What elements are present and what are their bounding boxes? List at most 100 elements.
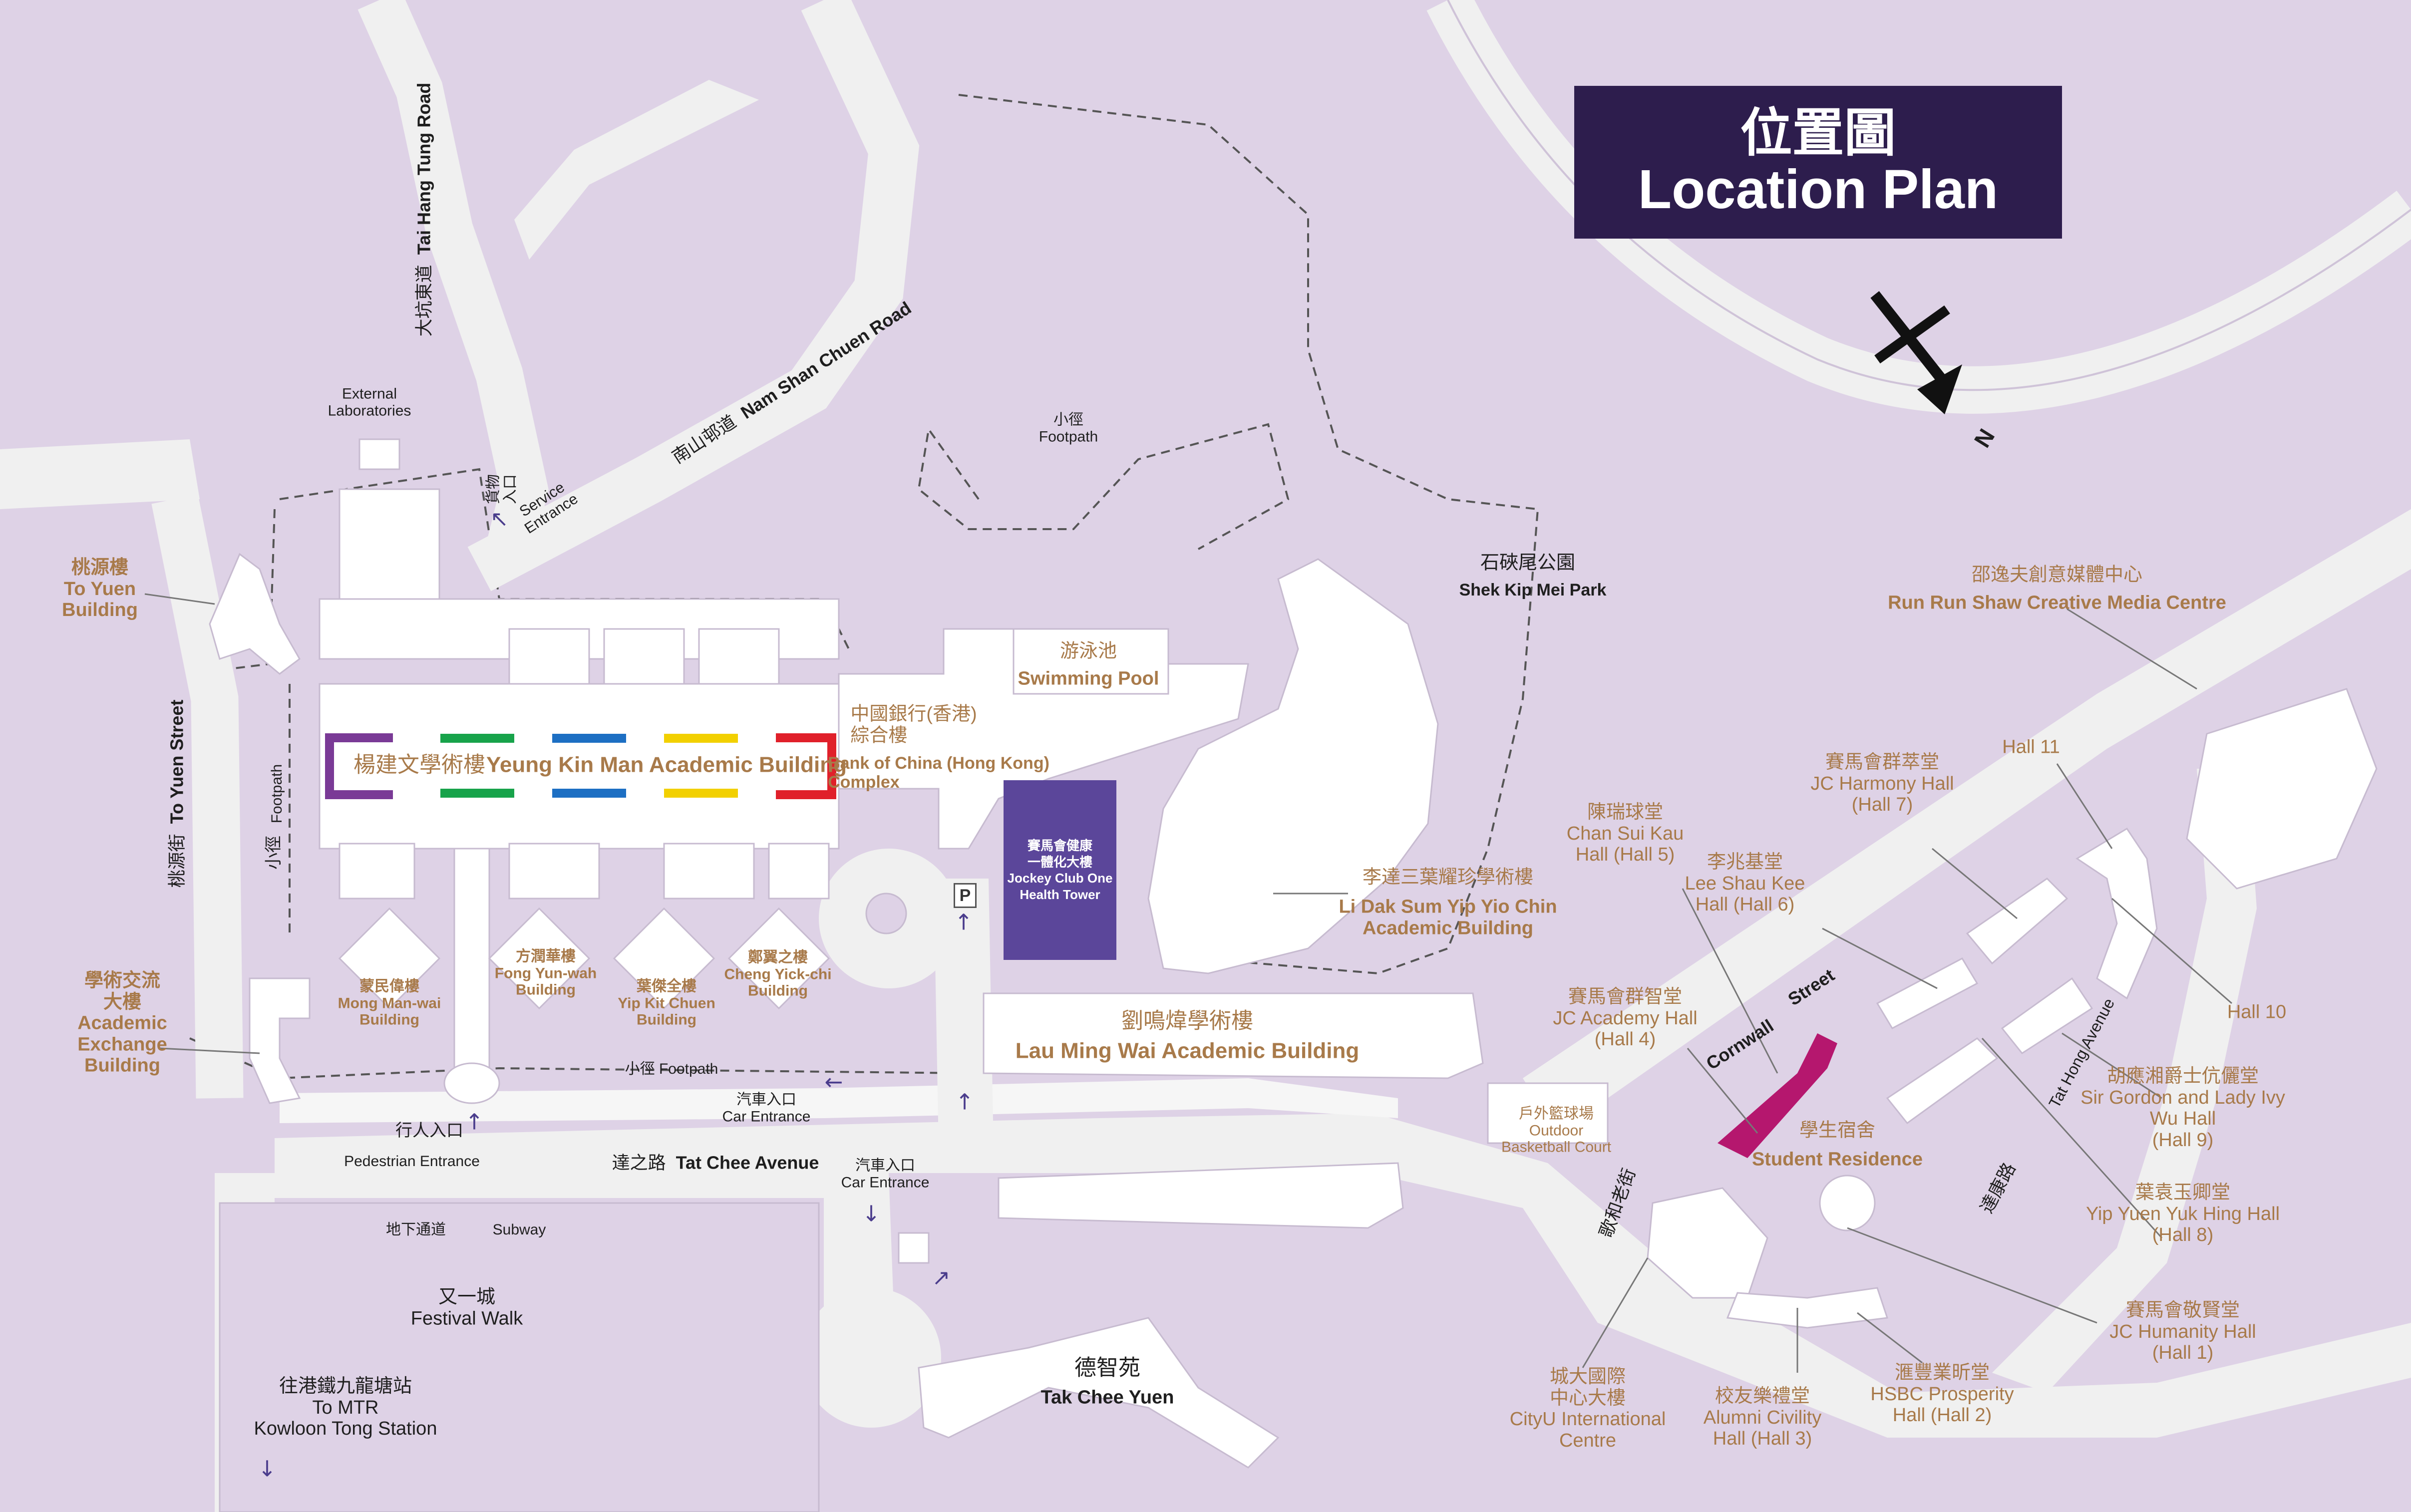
label-student-residence-en[interactable]: Student Residence	[1751, 1149, 1923, 1170]
ykm-marker-blue-top	[552, 734, 626, 743]
label-chan-sui-kau[interactable]: 陳瑞球堂 Chan Sui Kau Hall (Hall 5)	[1566, 802, 1684, 866]
branch-road	[514, 80, 759, 260]
label-cityu-centre[interactable]: 城大國際 中心大樓 CityU International Centre	[1509, 1366, 1666, 1451]
parking-icon: P	[954, 883, 977, 908]
street-tai-hang-tung-road: 大坑東道 Tai Hang Tung Road	[394, 83, 435, 337]
label-boc-en[interactable]: Bank of China (Hong Kong) Complex	[828, 753, 1049, 792]
label-li-dak-sum-en[interactable]: Li Dak Sum Yip Yio Chin Academic Buildin…	[1339, 896, 1557, 938]
label-mong-man-wai[interactable]: 蒙民偉樓 Mong Man-wai Building	[338, 978, 441, 1028]
yip-kit-chuen-building	[613, 907, 715, 1010]
label-run-run-shaw-zh[interactable]: 邵逸夫創意媒體中心	[1971, 564, 2143, 586]
label-shek-kip-mei-en: Shek Kip Mei Park	[1459, 580, 1607, 600]
label-hall-11[interactable]: Hall 11	[2002, 736, 2060, 758]
label-lau-ming-wai-en[interactable]: Lau Ming Wai Academic Building	[1015, 1038, 1360, 1063]
label-fong-yun-wah[interactable]: 方潤華樓 Fong Yun-wah Building	[494, 948, 597, 998]
entrance-arrow-icon: ↖	[490, 506, 509, 532]
label-pool-zh[interactable]: 游泳池	[1059, 640, 1117, 662]
ykm-marker-blue-bottom	[552, 789, 626, 798]
ykm-marker-red	[776, 733, 836, 799]
label-lau-ming-wai-zh[interactable]: 劉鳴煒學術樓	[1121, 1008, 1253, 1033]
label-ykm-en[interactable]: Yeung Kin Man Academic Building	[486, 752, 847, 777]
label-hsbc-prosperity[interactable]: 滙豐業昕堂 HSBC Prosperity Hall (Hall 2)	[1870, 1362, 2014, 1426]
ykm-north-wing-3	[698, 628, 780, 685]
health-tower-line4: Health Tower	[1020, 887, 1100, 902]
label-external-labs: External Laboratories	[328, 385, 411, 419]
label-alumni-civility[interactable]: 校友樂禮堂 Alumni Civility Hall (Hall 3)	[1703, 1386, 1822, 1450]
alumni-hall-3	[1819, 1175, 1876, 1231]
label-run-run-shaw-en[interactable]: Run Run Shaw Creative Media Centre	[1888, 592, 2226, 613]
street-tat-chee-zh: 達之路	[612, 1153, 666, 1173]
label-sir-gordon[interactable]: 胡應湘爵士伉儷堂 Sir Gordon and Lady Ivy Wu Hall…	[2080, 1065, 2285, 1151]
label-academic-exchange[interactable]: 學術交流 大樓 Academic Exchange Building	[77, 970, 167, 1076]
fong-yun-wah-building	[488, 907, 591, 1010]
label-mtr: 往港鐵九龍塘站 To MTR Kowloon Tong Station	[254, 1376, 437, 1440]
entrance-arrow-icon: ↑	[955, 1089, 974, 1115]
label-jc-humanity[interactable]: 賽馬會敬賢堂 JC Humanity Hall (Hall 1)	[2109, 1300, 2256, 1364]
nam-shan-chuen-road	[467, 0, 920, 592]
leader-lines	[144, 593, 2232, 1373]
ykm-wing-b	[508, 843, 600, 900]
label-student-residence-zh[interactable]: 學生宿舍	[1799, 1120, 1876, 1141]
label-shek-kip-mei-zh: 石硤尾公園	[1480, 552, 1576, 574]
student-residence-building	[1718, 1033, 1837, 1158]
label-tak-chee-yuen-zh: 德智苑	[1074, 1355, 1140, 1380]
academic-exchange-building	[249, 977, 311, 1104]
health-tower-line3: Jockey Club One	[1007, 871, 1113, 886]
external-laboratories	[358, 438, 400, 470]
swimming-pool-building	[1013, 628, 1169, 695]
tak-chee-yuen-block	[898, 1232, 930, 1264]
lau-ming-wai-building	[983, 992, 1484, 1079]
label-li-dak-sum-zh[interactable]: 李達三葉耀珍學術樓	[1362, 867, 1534, 888]
hall-9	[2001, 977, 2093, 1054]
label-to-yuen-building[interactable]: 桃源樓 To Yuen Building	[62, 557, 138, 621]
label-subway-zh: 地下通道	[386, 1221, 446, 1238]
to-yuen-street-road	[151, 494, 244, 1099]
street-to-yuen-zh: 桃源街	[167, 834, 187, 888]
label-car-entrance-1: 汽車入口 Car Entrance	[722, 1091, 811, 1125]
ykm-marker-yellow-top	[664, 734, 738, 743]
label-cheng-yick-chi[interactable]: 鄭翼之樓 Cheng Yick-chi Building	[724, 949, 832, 999]
hall-11	[2075, 827, 2158, 1000]
subway-arrow-icon: ↓	[258, 1456, 277, 1482]
label-yip-kit-chuen[interactable]: 葉傑全樓 Yip Kit Chuen Building	[618, 978, 715, 1028]
map-title: 位置圖 Location Plan	[1574, 86, 2062, 239]
ykm-north-wing-1	[508, 628, 590, 685]
label-boc-zh[interactable]: 中國銀行(香港) 綜合樓	[850, 703, 977, 746]
inner-road	[280, 1078, 1398, 1123]
label-footpath-vertical-zh: 小徑	[264, 836, 283, 870]
jockey-club-health-tower[interactable]: 賽馬會健康 一體化大樓 Jockey Club One Health Tower	[1004, 780, 1116, 960]
label-ykm-zh[interactable]: 楊建文學術樓	[353, 752, 485, 777]
entrance-arrow-icon: ↑	[465, 1109, 484, 1135]
label-jc-academy[interactable]: 賽馬會群智堂 JC Academy Hall (Hall 4)	[1553, 986, 1698, 1050]
ykm-wing-markers	[325, 733, 836, 799]
entrance-arrow-icon: ←	[824, 1069, 843, 1095]
ykm-walkway	[453, 848, 490, 1074]
label-jc-harmony[interactable]: 賽馬會群萃堂 JC Harmony Hall (Hall 7)	[1810, 752, 1954, 816]
health-tower-line2: 一體化大樓	[1027, 854, 1092, 870]
label-hall-10[interactable]: Hall 10	[2227, 1001, 2287, 1023]
map-title-zh: 位置圖	[1740, 104, 1896, 162]
cheng-yick-chi-building	[727, 907, 830, 1010]
label-lee-shau-kee[interactable]: 李兆基堂 Lee Shau Kee Hall (Hall 6)	[1685, 852, 1805, 915]
mong-man-wai-building	[338, 907, 441, 1010]
street-tai-hang-tung-zh: 大坑東道	[414, 265, 434, 337]
ykm-wing-d	[768, 843, 830, 900]
festival-walk-block	[219, 1202, 820, 1512]
street-tat-chee-avenue: 達之路 Tat Chee Avenue	[612, 1133, 819, 1174]
label-outdoor-court[interactable]: 戶外籃球場 Outdoor Basketball Court	[1501, 1105, 1612, 1156]
label-yip-yuen-yuk[interactable]: 葉袁玉卿堂 Yip Yuen Yuk Hing Hall (Hall 8)	[2085, 1182, 2280, 1246]
hall-8	[1886, 1037, 1999, 1125]
health-tower-line1: 賽馬會健康	[1027, 838, 1092, 853]
ykm-rotunda	[443, 1062, 500, 1104]
label-pool-en[interactable]: Swimming Pool	[1018, 668, 1159, 689]
label-subway-en: Subway	[492, 1221, 546, 1238]
roundabout-centre	[865, 893, 907, 934]
map-title-en: Location Plan	[1638, 158, 1999, 220]
tak-chee-yuen-building-2	[918, 1317, 1280, 1469]
entrance-arrow-icon: ↓	[862, 1201, 881, 1227]
ykm-wing-c	[663, 843, 755, 900]
ykm-marker-yellow-bottom	[664, 789, 738, 798]
ykm-marker-green-top	[440, 734, 514, 743]
